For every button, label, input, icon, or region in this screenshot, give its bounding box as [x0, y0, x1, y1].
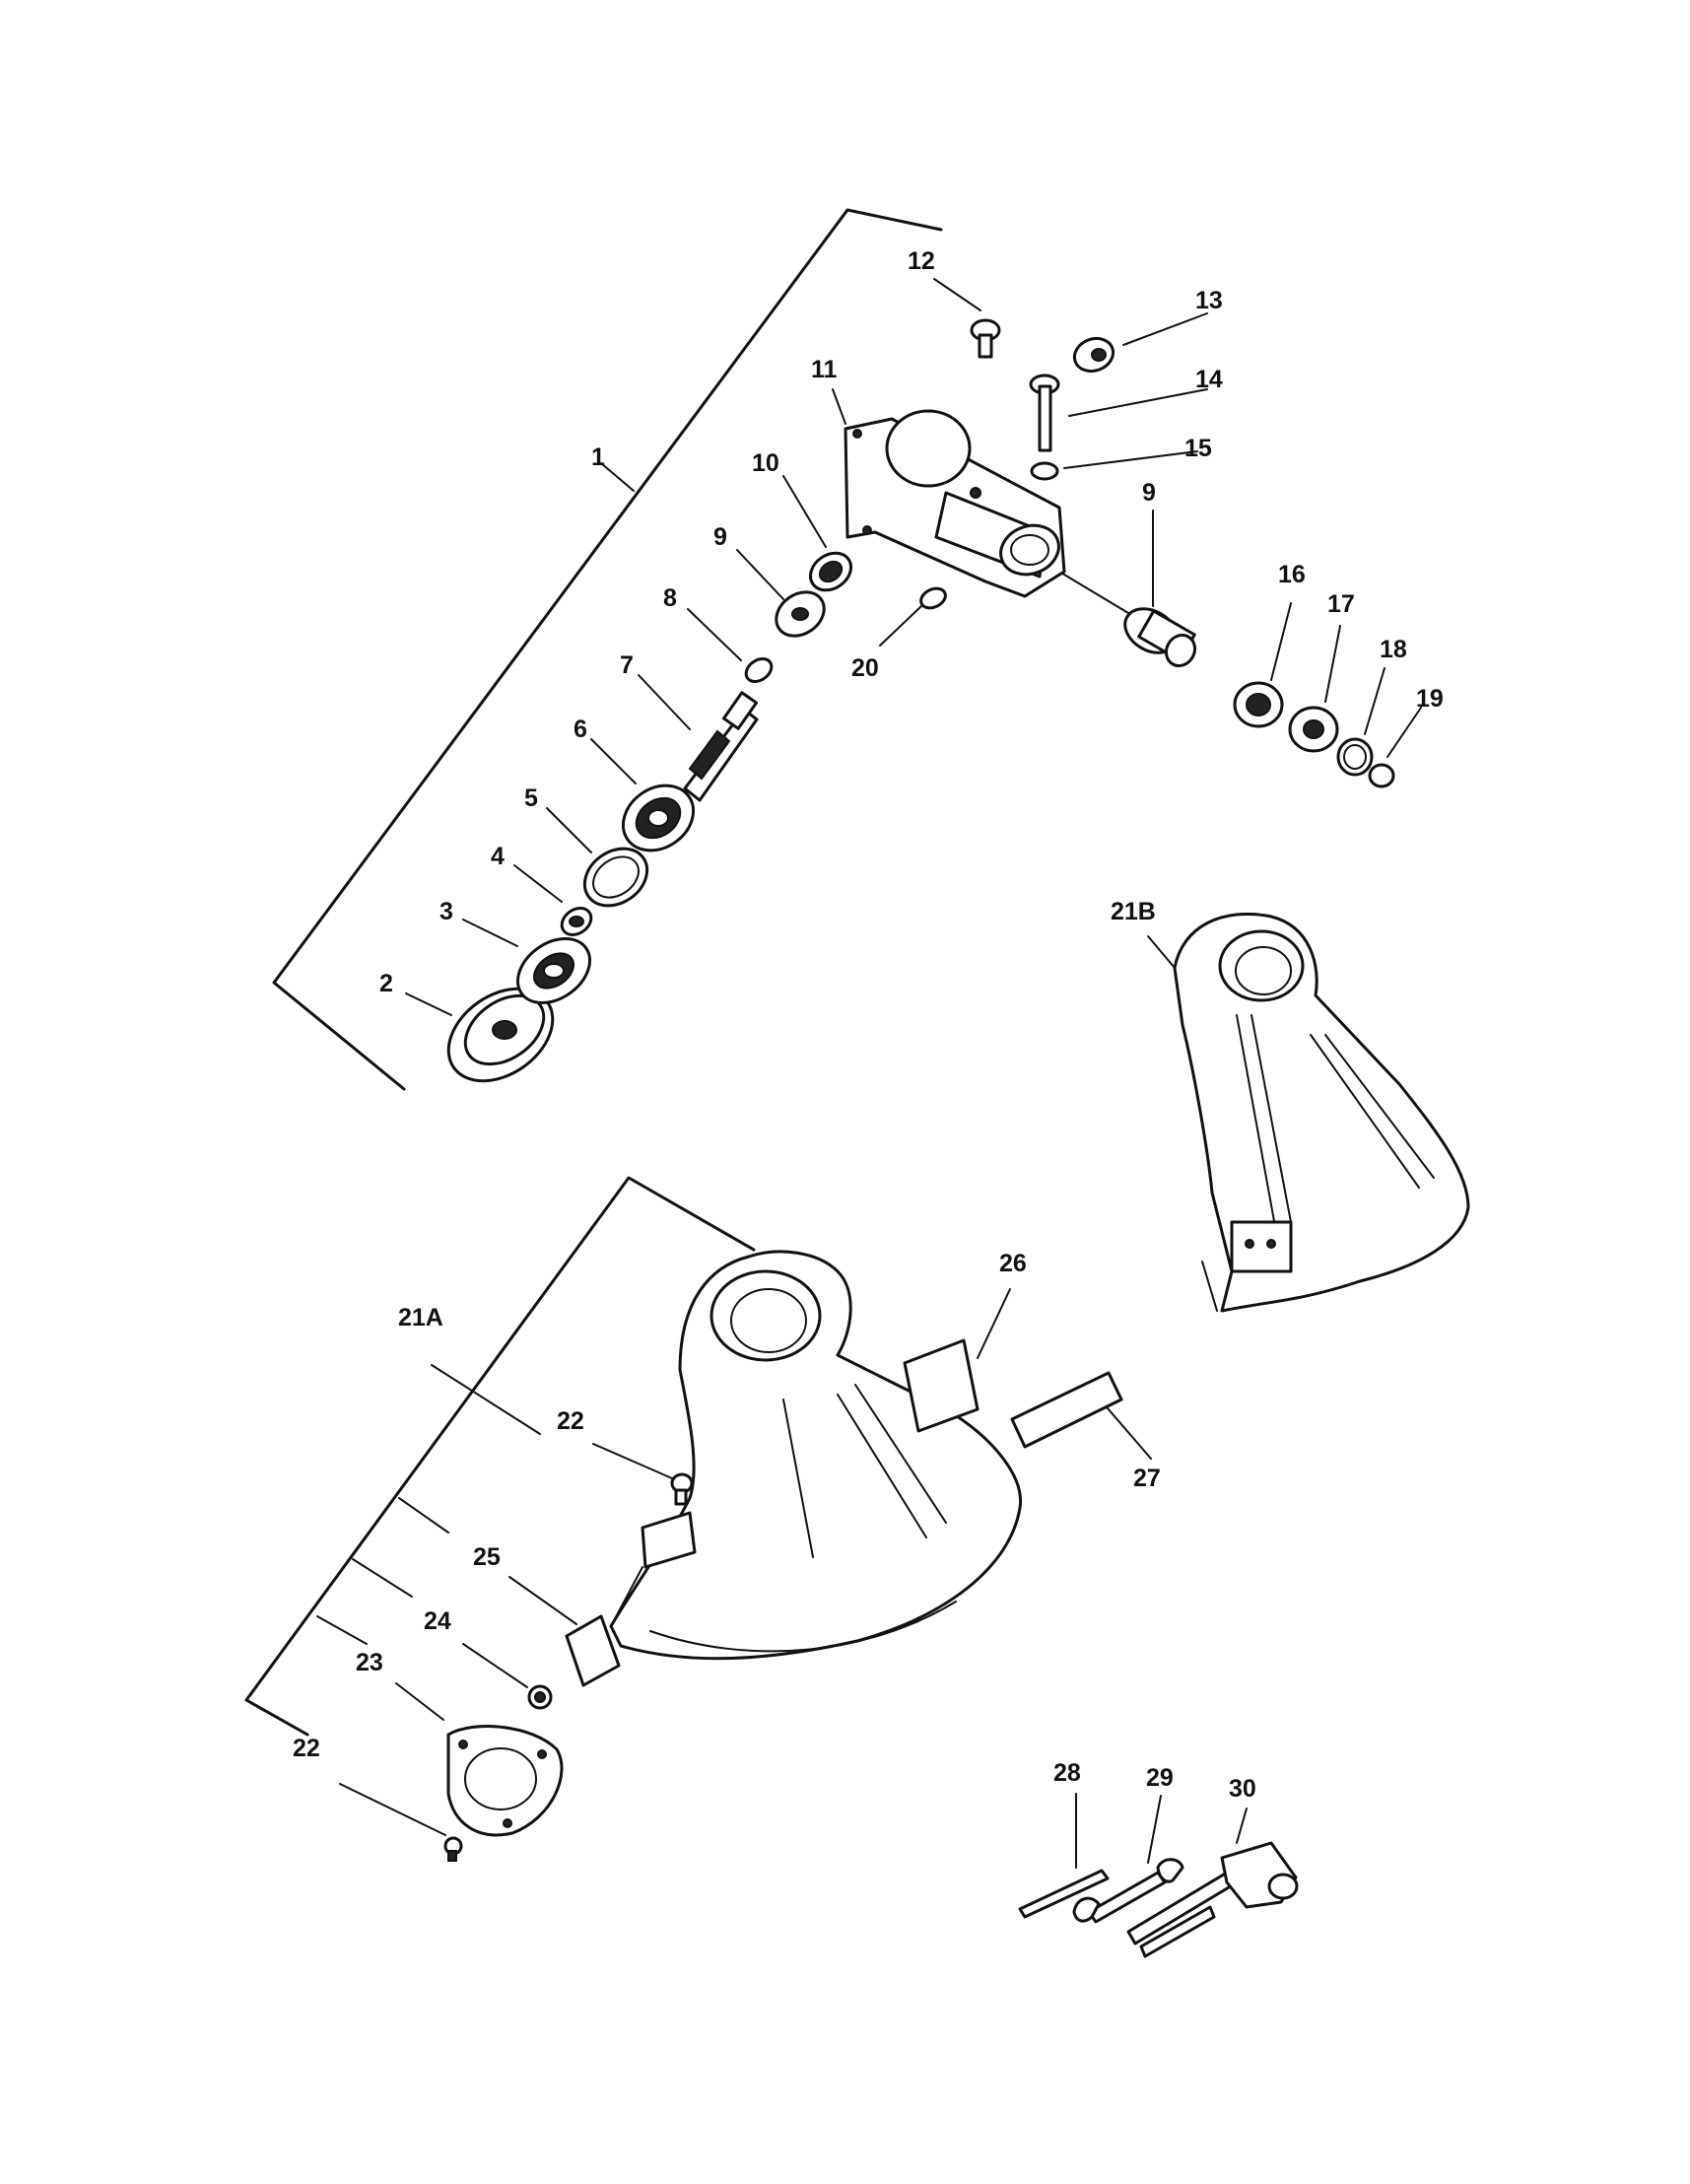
bracket-gearhead-assembly	[272, 208, 943, 1091]
callout-22-upper: 22	[557, 1407, 584, 1435]
callout-9-right: 9	[1142, 479, 1156, 507]
part-14-bolt	[1029, 374, 1060, 452]
part-2-spindle-holder	[446, 987, 555, 1083]
part-6-bearing	[621, 784, 696, 853]
leader-lines	[339, 278, 1422, 1869]
bracket-shield-assembly	[244, 1176, 756, 1737]
part-22-screw-upper	[670, 1472, 694, 1506]
callout-14: 14	[1195, 366, 1223, 393]
callout-19: 19	[1416, 685, 1444, 713]
callout-3: 3	[439, 898, 453, 925]
part-12-screw	[970, 318, 1001, 359]
part-11-gear-case	[844, 409, 1066, 598]
callout-30: 30	[1229, 1775, 1256, 1803]
part-7-gear-shaft	[683, 691, 759, 802]
callout-labels: 1 2 3 4 5 6 7 8 9 10 11 12 13 14 15 9 16…	[293, 247, 1444, 1803]
callout-7: 7	[620, 651, 634, 679]
callout-11: 11	[811, 356, 838, 383]
callout-17: 17	[1327, 590, 1355, 618]
callout-8: 8	[663, 584, 677, 612]
part-9-bearing-a	[775, 590, 826, 638]
part-28-pin	[1018, 1869, 1110, 1919]
callout-15: 15	[1184, 435, 1212, 462]
part-8-washer	[744, 657, 774, 683]
part-4-washer	[560, 907, 593, 936]
callout-20: 20	[851, 654, 879, 682]
callout-9-left: 9	[713, 523, 727, 551]
part-22-screw-lower	[443, 1836, 463, 1862]
part-21a-shield	[609, 1250, 1023, 1661]
callout-23: 23	[356, 1649, 383, 1676]
callout-21a: 21A	[398, 1304, 443, 1331]
callout-4: 4	[491, 843, 505, 870]
part-16-nut	[1233, 681, 1284, 728]
callout-21b: 21B	[1111, 898, 1156, 925]
callout-22-lower: 22	[293, 1735, 320, 1762]
part-15-washer	[1030, 461, 1059, 481]
part-20-washer	[919, 586, 947, 610]
part-26-label	[903, 1338, 980, 1433]
part-25-bracket	[565, 1614, 621, 1687]
callout-2: 2	[379, 970, 393, 997]
callout-13: 13	[1195, 287, 1223, 314]
part-23-plate	[446, 1725, 564, 1837]
callout-25: 25	[473, 1543, 501, 1571]
callout-5: 5	[524, 785, 538, 812]
part-17-washer	[1288, 706, 1339, 753]
callout-29: 29	[1146, 1764, 1174, 1792]
part-3-bearing	[516, 937, 591, 1004]
part-21b-shield	[1173, 912, 1470, 1313]
callout-1: 1	[591, 444, 605, 471]
callout-16: 16	[1278, 561, 1306, 588]
callout-18: 18	[1380, 636, 1407, 663]
callout-26: 26	[999, 1250, 1027, 1277]
callout-24: 24	[424, 1607, 451, 1635]
callout-10: 10	[752, 449, 779, 477]
callout-12: 12	[908, 247, 935, 275]
part-24-nut	[527, 1684, 553, 1710]
callout-27: 27	[1133, 1465, 1161, 1492]
part-27-label	[1010, 1371, 1123, 1449]
part-13-knob	[1072, 336, 1115, 374]
part-9-bearing-b	[1123, 607, 1197, 668]
part-5-snap-ring	[582, 847, 649, 908]
callout-28: 28	[1053, 1759, 1081, 1787]
callout-6: 6	[574, 716, 587, 743]
part-18-ring	[1336, 737, 1374, 777]
part-30-spark-plug-wrench	[1126, 1841, 1299, 1958]
part-29-wrench	[1072, 1858, 1184, 1924]
part-10-bearing	[809, 551, 852, 592]
part-19-ring	[1368, 763, 1395, 788]
